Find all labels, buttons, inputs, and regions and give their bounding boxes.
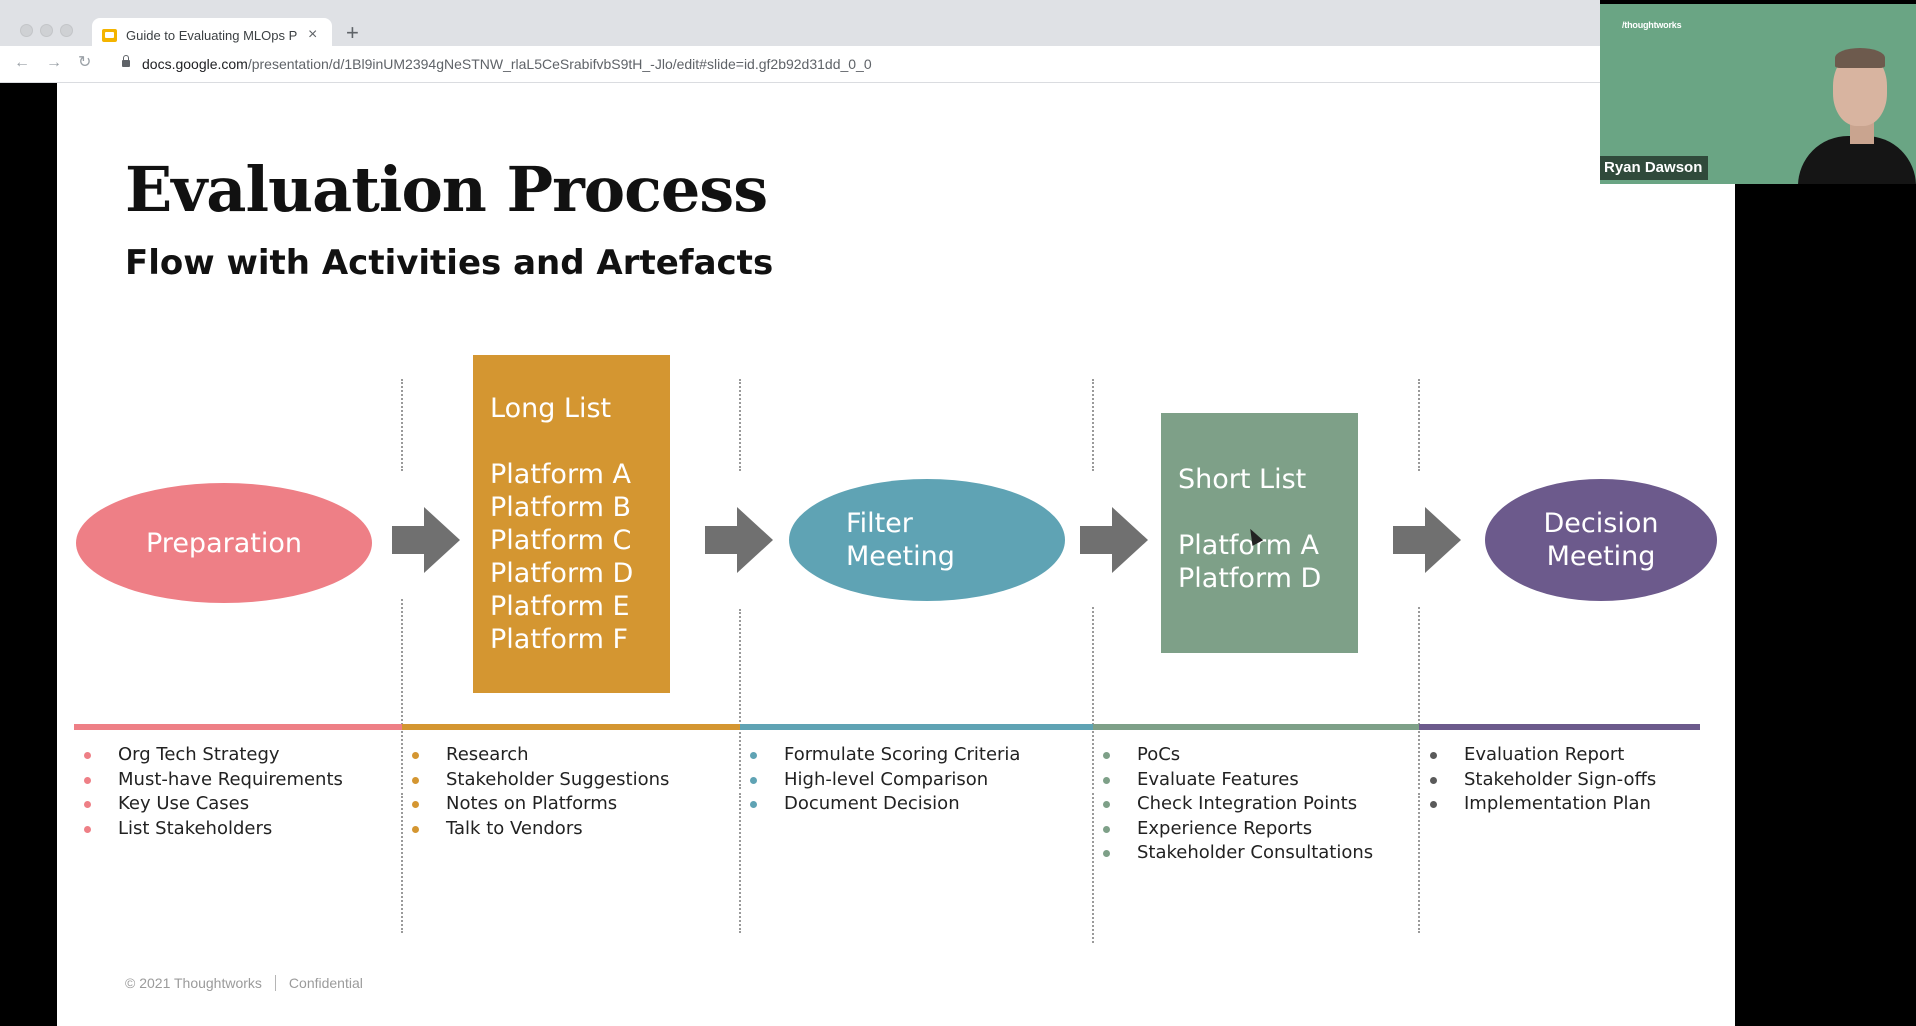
divider-line [1092, 607, 1094, 789]
platform-item: Platform B [490, 492, 631, 523]
url-field[interactable]: docs.google.com/presentation/d/1Bl9inUM2… [142, 56, 872, 72]
arrow-icon [1393, 507, 1461, 573]
list-item: Document Decision [740, 792, 1020, 817]
long-list-card: Long List Platform A Platform B Platform… [473, 355, 670, 693]
new-tab-icon[interactable]: + [346, 20, 359, 45]
list-item: Stakeholder Sign-offs [1420, 768, 1656, 793]
divider-line [1092, 793, 1094, 943]
maximize-window-button[interactable] [60, 24, 73, 37]
presenter-hair [1835, 48, 1885, 68]
list-item: Evaluation Report [1420, 743, 1656, 768]
platform-item: Platform F [490, 624, 628, 655]
short-list-card: Short List Platform A Platform D [1161, 413, 1358, 653]
list-item: Org Tech Strategy [74, 743, 343, 768]
preparation-stage: Preparation [76, 483, 372, 603]
divider-line [1418, 793, 1420, 933]
platform-item: Platform D [490, 558, 634, 589]
browser-chrome: Guide to Evaluating MLOps Pla × + ← → ↻ … [0, 0, 1600, 83]
preparation-activities: Org Tech Strategy Must-have Requirements… [74, 743, 343, 841]
decision-meeting-stage: Decision Meeting [1485, 479, 1717, 601]
short-list-activities: PoCs Evaluate Features Check Integration… [1093, 743, 1373, 866]
presenter-video: /thoughtworks Ryan Dawson [1600, 4, 1916, 184]
filter-meeting-label: Filter [846, 508, 913, 539]
list-item: Must-have Requirements [74, 768, 343, 793]
url-host: docs.google.com [142, 56, 248, 72]
list-item: PoCs [1093, 743, 1373, 768]
arrow-icon [392, 507, 460, 573]
divider-line [401, 793, 403, 933]
long-list-heading: Long List [490, 393, 612, 424]
divider-line [401, 379, 403, 471]
timeline-segment [1419, 724, 1700, 730]
list-item: Stakeholder Consultations [1093, 841, 1373, 866]
thoughtworks-logo: /thoughtworks [1622, 20, 1682, 30]
slide: Evaluation Process Flow with Activities … [57, 83, 1735, 1026]
lock-icon [122, 55, 130, 67]
timeline-segment [402, 724, 740, 730]
divider-line [739, 609, 741, 789]
list-item: Formulate Scoring Criteria [740, 743, 1020, 768]
close-window-button[interactable] [20, 24, 33, 37]
footer-divider [274, 975, 276, 991]
timeline-segment [74, 724, 402, 730]
confidential-label: Confidential [288, 975, 363, 991]
decision-meeting-activities: Evaluation Report Stakeholder Sign-offs … [1420, 743, 1656, 817]
tab-title: Guide to Evaluating MLOps Pla [126, 27, 298, 43]
address-bar: ← → ↻ docs.google.com/presentation/d/1Bl… [0, 46, 1600, 83]
copyright-text: © 2021 Thoughtworks [125, 975, 262, 991]
filter-meeting-activities: Formulate Scoring Criteria High-level Co… [740, 743, 1020, 817]
list-item: Evaluate Features [1093, 768, 1373, 793]
back-icon[interactable]: ← [14, 54, 30, 71]
platform-item: Platform A [1178, 530, 1319, 561]
divider-line [1418, 607, 1420, 789]
filter-meeting-stage: Filter Meeting [789, 479, 1065, 601]
divider-line [1092, 379, 1094, 471]
divider-line [739, 793, 741, 933]
list-item: High-level Comparison [740, 768, 1020, 793]
list-item: List Stakeholders [74, 817, 343, 842]
reload-icon[interactable]: ↻ [78, 54, 92, 71]
timeline-segment [740, 724, 1093, 730]
close-tab-icon[interactable]: × [308, 26, 318, 43]
list-item: Check Integration Points [1093, 792, 1373, 817]
minimize-window-button[interactable] [40, 24, 53, 37]
decision-meeting-label: Meeting [1546, 541, 1656, 572]
tab-strip: Guide to Evaluating MLOps Pla × + [0, 6, 1600, 52]
slides-favicon-icon [102, 28, 117, 42]
decision-meeting-label: Decision [1543, 508, 1659, 539]
presenter-name: Ryan Dawson [1600, 156, 1709, 180]
list-item: Experience Reports [1093, 817, 1373, 842]
slide-subtitle: Flow with Activities and Artefacts [125, 243, 774, 283]
platform-item: Platform D [1178, 563, 1322, 594]
platform-item: Platform C [490, 525, 632, 556]
list-item: Key Use Cases [74, 792, 343, 817]
timeline-segment [1093, 724, 1419, 730]
platform-item: Platform E [490, 591, 630, 622]
divider-line [1418, 379, 1420, 471]
short-list-heading: Short List [1178, 464, 1307, 495]
divider-line [739, 379, 741, 471]
arrow-icon [1080, 507, 1148, 573]
divider-line [401, 599, 403, 789]
list-item: Talk to Vendors [402, 817, 669, 842]
slide-title: Evaluation Process [125, 153, 768, 226]
list-item: Notes on Platforms [402, 792, 669, 817]
slide-footer: © 2021 Thoughtworks Confidential [125, 975, 363, 991]
arrow-icon [705, 507, 773, 573]
platform-item: Platform A [490, 459, 631, 490]
preparation-label: Preparation [146, 527, 302, 559]
long-list-activities: Research Stakeholder Suggestions Notes o… [402, 743, 669, 841]
url-path: /presentation/d/1Bl9inUM2394gNeSTNW_rlaL… [247, 56, 872, 72]
forward-icon[interactable]: → [46, 54, 62, 71]
list-item: Implementation Plan [1420, 792, 1656, 817]
list-item: Research [402, 743, 669, 768]
list-item: Stakeholder Suggestions [402, 768, 669, 793]
filter-meeting-label: Meeting [846, 541, 955, 572]
